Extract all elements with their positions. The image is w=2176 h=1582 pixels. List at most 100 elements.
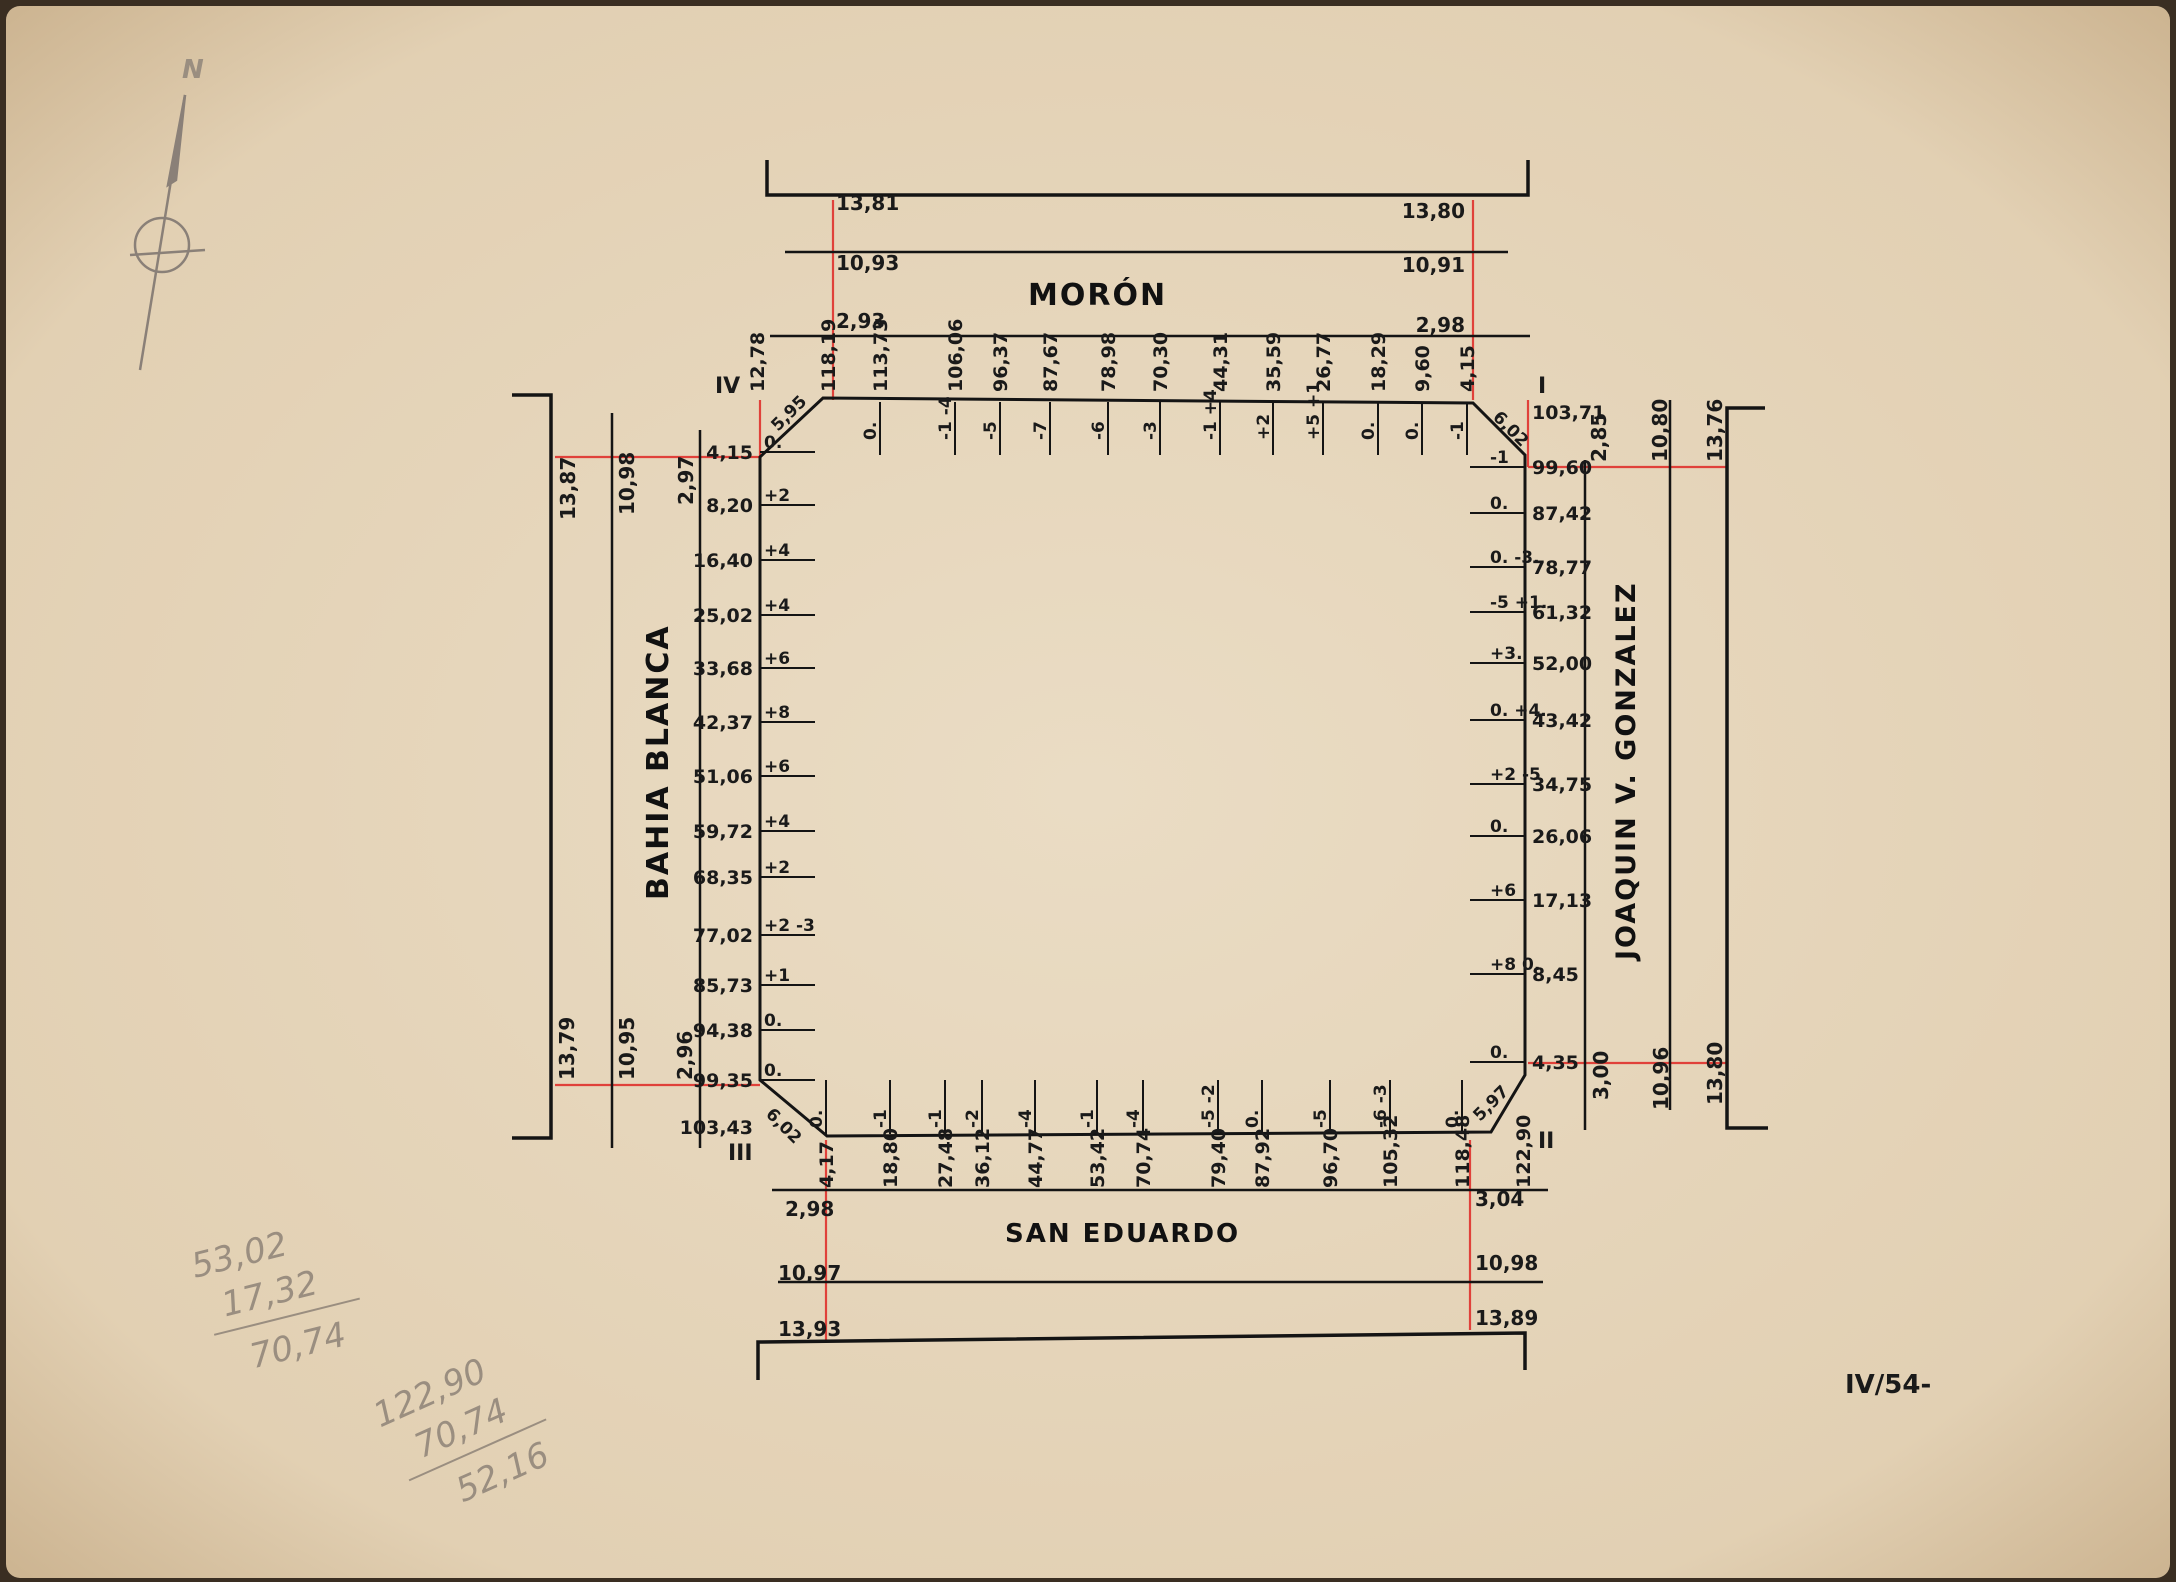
north-arrow-icon [129,94,206,371]
bottom-distance-label: 53,42 [1087,1128,1109,1188]
left-level-label: +8 [764,703,790,723]
bottom-level-label: -1 [926,1109,946,1128]
left-level-label: +6 [764,649,790,669]
width-label: 13,87 [556,457,580,520]
width-label: 13,76 [1703,399,1727,462]
top-level-label: -5 [981,421,1001,440]
width-label: 13,79 [555,1017,579,1080]
left-level-label: 0. [764,1011,782,1031]
width-label: 10,95 [615,1017,639,1080]
width-label: 10,98 [615,452,639,515]
right-level-label: +2 -5 [1490,765,1541,785]
left-level-label: +1 [764,966,790,986]
bottom-distance-label: 36,12 [972,1128,994,1188]
corner-sw: III [728,1141,753,1166]
left-distance-label: 59,72 [693,821,753,843]
width-label: 10,91 [1402,253,1465,277]
right-level-label: +3. [1490,644,1523,664]
top-level-label: -1 -4 [936,396,956,440]
left-level-label: +2 -3 [764,916,815,936]
bottom-distance-label: 87,92 [1252,1128,1274,1188]
bottom-distance-label: 118,48 [1452,1115,1474,1188]
right-distance-label: 26,06 [1532,826,1592,848]
top-level-label: +5 +1 [1304,382,1324,440]
left-distance-label: 51,06 [693,766,753,788]
right-distance-label: 61,32 [1532,602,1592,624]
bottom-distance-label: 27,48 [935,1128,957,1188]
left-distance-label: 4,15 [706,442,753,464]
plan-code: IV/54- [1845,1370,1931,1400]
bottom-level-label: 0. [1443,1110,1463,1128]
top-level-label: +2 [1254,414,1274,440]
top-level-label: 0. [1403,422,1423,440]
bottom-level-label: 0. [1243,1110,1263,1128]
bottom-distance-label: 105,32 [1380,1115,1402,1188]
street-name-bottom: SAN EDUARDO [1005,1219,1240,1249]
right-distance-label: 17,13 [1532,890,1592,912]
bottom-level-label: -5 [1311,1109,1331,1128]
top-level-label: -7 [1031,421,1051,440]
right-level-label: +8 0. [1490,955,1540,975]
top-distance-label: 26,77 [1313,332,1335,392]
right-distance-label: 87,42 [1532,503,1592,525]
right-level-label: -5 +1. [1490,593,1547,613]
top-level-label: -3 [1141,421,1161,440]
top-level-label: -6 [1089,421,1109,440]
right-distance-label: 99,60 [1532,457,1592,479]
width-label: 2,93 [836,309,885,333]
left-distance-label: 94,38 [693,1020,753,1042]
right-distance-label: 52,00 [1532,653,1592,675]
width-label: 10,97 [778,1261,841,1285]
bottom-distance-label: 70,74 [1133,1128,1155,1188]
width-label: 2,97 [674,456,698,505]
top-distance-label: 44,31 [1210,332,1232,392]
top-distance-label: 18,29 [1368,332,1390,392]
left-distance-label: 16,40 [693,550,753,572]
right-level-label: 0. [1490,817,1508,837]
left-level-label: 0. [764,1061,782,1081]
width-label: 10,96 [1649,1047,1673,1110]
right-level-label: 0. +4. [1490,701,1547,721]
top-distance-label: 96,37 [990,332,1012,392]
top-distance-label: 35,59 [1263,332,1285,392]
left-level-label: +4 [764,596,790,616]
width-label: 13,81 [836,191,899,215]
width-label: 10,80 [1648,399,1672,462]
bottom-distance-label: 18,80 [880,1128,902,1188]
right-distance-label: 34,75 [1532,774,1592,796]
left-level-label: +6 [764,757,790,777]
left-distance-label: 103,43 [680,1117,753,1139]
left-level-label: 0. [764,433,782,453]
top-level-label: -1 [1448,421,1468,440]
paper-background [6,6,2170,1578]
street-name-right: JOAQUIN V. GONZALEZ [1611,581,1642,962]
width-label: 2,85 [1587,413,1611,462]
width-label: 13,89 [1475,1306,1538,1330]
left-distance-label: 25,02 [693,605,753,627]
width-label: 13,80 [1402,199,1465,223]
bottom-level-label: -1 [1078,1109,1098,1128]
top-distance-label: 70,30 [1150,332,1172,392]
left-distance-label: 68,35 [693,867,753,889]
right-level-label: +6 [1490,881,1516,901]
street-name-top: MORÓN [1028,276,1167,313]
bottom-level-label: -6 -3 [1371,1084,1391,1128]
right-level-label: 0. [1490,1043,1508,1063]
bottom-distance-label: 4,17 [816,1141,838,1188]
left-distance-label: 99,35 [693,1070,753,1092]
width-label: 2,98 [785,1197,834,1221]
corner-ne: I [1538,374,1546,399]
width-label: 3,04 [1475,1187,1524,1211]
right-distance-label: 43,42 [1532,710,1592,732]
top-level-label: 0. [1359,422,1379,440]
left-distance-label: 42,37 [693,712,753,734]
width-label: 13,93 [778,1317,841,1341]
top-distance-label: 9,60 [1412,345,1434,392]
left-level-label: +2 [764,858,790,878]
north-label: N [182,55,204,85]
bottom-distance-label: 44,77 [1025,1128,1047,1188]
level-ticks [760,402,1525,1134]
bottom-distance-label: 122,90 [1513,1115,1535,1188]
left-level-label: +4 [764,812,790,832]
